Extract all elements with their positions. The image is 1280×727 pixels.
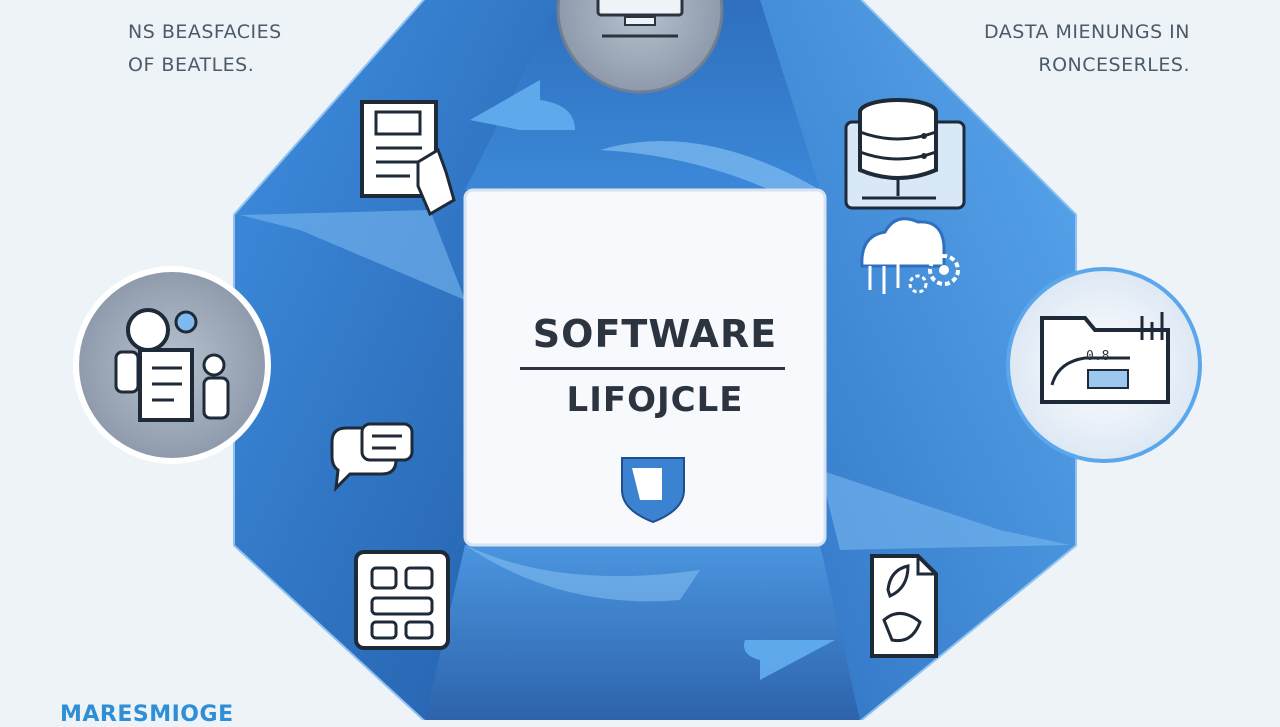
arrow-bottom-right (744, 640, 835, 680)
caption-top-left-line-1: NS BEASFACIES (128, 21, 282, 43)
caption-top-right-line-1: DASTA MIENUNGS IN (984, 21, 1190, 43)
caption-top-left: NS BEASFACIES OF BEATLES. (128, 16, 282, 83)
swoosh-highlight-right (820, 470, 1070, 550)
segment-top (465, 0, 820, 190)
caption-bottom-left: MARESMIOGE (60, 702, 234, 727)
caption-top-right: DASTA MIENUNGS IN RONCESERLES. (984, 16, 1190, 83)
segment-left (235, 0, 560, 720)
shield-logo-icon (621, 457, 685, 524)
swoosh-highlight-top (600, 141, 820, 190)
cloud-gear-icon (860, 217, 960, 294)
swoosh-highlight-bottom (465, 545, 700, 602)
document-edit-icon (360, 100, 456, 217)
circuit-board-icon (354, 550, 450, 650)
title-underline (520, 367, 785, 370)
folder-label: 0.8 (1086, 349, 1110, 364)
swoosh-highlight-left (240, 210, 465, 300)
team-checklist-icon (73, 266, 271, 464)
center-title-line-1: SOFTWARE (532, 312, 778, 356)
arrow-top-left (470, 80, 575, 130)
center-title-line-2: LIFOJCLE (566, 380, 744, 420)
caption-top-left-line-2: OF BEATLES. (128, 54, 255, 77)
database-icon (844, 98, 966, 210)
monitor-icon (556, 0, 724, 94)
document-leaf-icon (870, 554, 938, 658)
chat-bubbles-icon (330, 422, 414, 493)
segment-bottom (425, 545, 860, 720)
caption-top-right-line-2: RONCESERLES. (1038, 54, 1190, 77)
folder-chart-icon (1006, 267, 1202, 463)
